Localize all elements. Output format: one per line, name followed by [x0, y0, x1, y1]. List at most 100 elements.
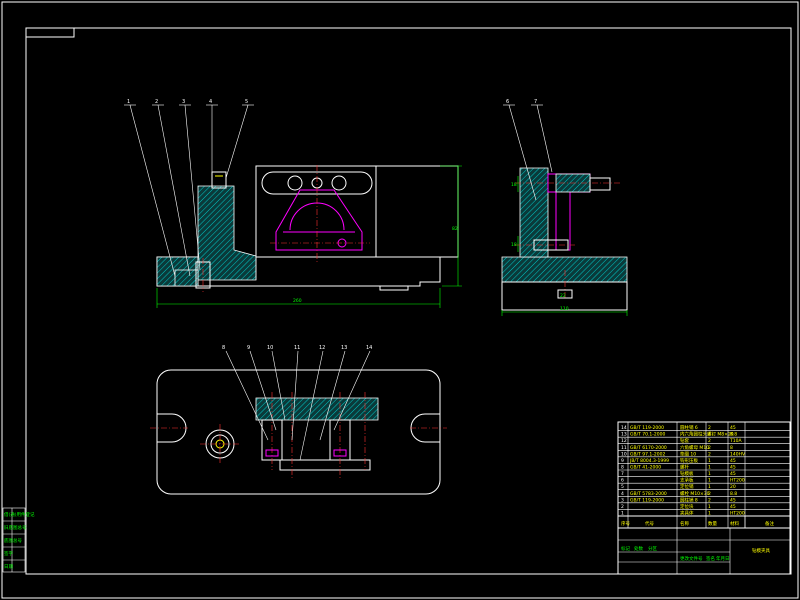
bom-cell-code: GB/T 119-2000: [630, 425, 664, 431]
bom-cell-qty: 2: [708, 497, 711, 503]
bom-cell-name: 定位块: [680, 503, 694, 510]
bom-cell-code: GB/T 41-2000: [630, 465, 661, 471]
part-no-7: 7: [534, 99, 537, 105]
part-no-12: 12: [319, 345, 325, 351]
bom-cell-name: 六角螺母 M10: [680, 444, 709, 451]
bom-cell-qty: 4: [708, 432, 711, 438]
bom-cell-name: 螺杆: [680, 464, 689, 471]
sign-label-3: 分区: [648, 545, 657, 552]
part-no-11: 11: [294, 345, 300, 351]
part-no-8: 8: [222, 345, 225, 351]
bom-cell-no: 3: [621, 497, 624, 503]
part-no-14: 14: [366, 345, 372, 351]
sign-label-5: 签名: [706, 555, 715, 562]
left-filing-strip: 借(通)用件登记 旧底图总号 底图总号 签字 日期: [2, 507, 35, 573]
dim-side-pin-a: 18: [511, 182, 517, 188]
bom-cell-mat: 45: [730, 425, 736, 431]
part-no-13: 13: [341, 345, 347, 351]
bom-header-material: 材料: [730, 520, 739, 527]
bom-cell-name: 内六角圆柱头螺钉 M8×20: [680, 431, 734, 438]
bom-cell-qty: 1: [708, 504, 711, 510]
strip-label-4: 签字: [4, 550, 13, 557]
bom-cell-no: 11: [621, 445, 627, 451]
bom-cell-no: 13: [621, 432, 627, 438]
bom-cell-name: 螺栓 M10×30: [680, 490, 710, 497]
sign-label-6: 年月日: [716, 555, 730, 562]
bom-cell-name: 钻模板: [680, 470, 694, 477]
bom-cell-no: 4: [621, 491, 624, 497]
bom-cell-no: 12: [621, 438, 627, 444]
bom-cell-mat: 20: [730, 484, 736, 490]
part-no-3: 3: [182, 99, 185, 105]
bom-cell-name: 钻套: [680, 437, 689, 444]
part-no-10: 10: [267, 345, 273, 351]
bom-cell-no: 14: [621, 425, 627, 431]
dim-front-width: 260: [293, 298, 302, 304]
dim-side-base: 22: [560, 293, 566, 299]
strip-label-1: 借(通)用件登记: [4, 511, 35, 518]
bom-cell-code: GB/T 119-2000: [630, 497, 664, 503]
bom-cell-no: 5: [621, 484, 624, 490]
bom-cell-mat: HT200: [730, 478, 745, 484]
bom-cell-mat: 140HV: [730, 451, 746, 457]
bom-cell-qty: 2: [708, 425, 711, 431]
bom-cell-name: 圆柱销 8: [680, 496, 698, 503]
bom-cell-qty: 1: [708, 484, 711, 490]
bom-cell-mat: 8.8: [730, 491, 737, 497]
part-no-9: 9: [247, 345, 250, 351]
bom-cell-mat: HT200: [730, 511, 745, 517]
part-no-5: 5: [245, 99, 248, 105]
bom-cell-code: GB/T 5783-2000: [630, 491, 667, 497]
bom-cell-name: 支承板: [680, 477, 694, 484]
bom-cell-mat: 45: [730, 471, 736, 477]
bom-cell-mat: 8: [730, 445, 733, 451]
bom-header-qty: 数量: [708, 520, 717, 527]
part-no-2: 2: [155, 99, 158, 105]
drawing-name: 钻模夹具: [752, 547, 770, 554]
bom-cell-mat: 45: [730, 458, 736, 464]
part-no-4: 4: [209, 99, 212, 105]
bom-cell-no: 1: [621, 511, 624, 517]
dim-side-width: 110: [560, 306, 569, 312]
bom-cell-no: 6: [621, 478, 624, 484]
bom-header-name: 名称: [680, 520, 689, 527]
bom-cell-qty: 1: [708, 511, 711, 517]
bom-cell-name: 定位销: [680, 483, 694, 490]
part-no-1: 1: [127, 99, 130, 105]
top-view: 8 9 10 11 12 13 14: [150, 345, 447, 495]
part-no-6: 6: [506, 99, 509, 105]
bom-cell-mat: 45: [730, 497, 736, 503]
bom-header-remark: 备注: [765, 520, 774, 527]
bom-cell-code: GB/T 70.1-2000: [630, 432, 666, 438]
sign-label-2: 处数: [634, 545, 643, 552]
bom-cell-code: GB/T 6170-2000: [630, 445, 667, 451]
bom-cell-qty: 2: [708, 451, 711, 457]
bom-cell-qty: 1: [708, 471, 711, 477]
strip-label-5: 日期: [4, 564, 13, 570]
strip-label-3: 底图总号: [4, 537, 22, 544]
bom-cell-qty: 2: [708, 438, 711, 444]
bom-cell-no: 8: [621, 465, 624, 471]
bom-header-code: 代号: [645, 520, 654, 527]
side-view: 110 22 18 18 6 7: [501, 99, 628, 316]
bom-cell-code: GB/T 97.1-2002: [630, 451, 666, 457]
dim-side-pin-b: 18: [511, 242, 517, 248]
bom-cell-name: 圆柱销 6: [680, 424, 698, 431]
bom-cell-qty: 2: [708, 491, 711, 497]
front-view: 260 82 1 2 3 4 5: [124, 99, 462, 308]
bom-cell-no: 10: [621, 451, 627, 457]
bom-cell-qty: 1: [708, 478, 711, 484]
bom-cell-mat: 8.8: [730, 432, 737, 438]
bom-cell-mat: 45: [730, 465, 736, 471]
bom-cell-code: JB/T 8004.3-1999: [629, 458, 669, 464]
bom-cell-qty: 2: [708, 445, 711, 451]
bom-cell-qty: 1: [708, 458, 711, 464]
bom-cell-name: 钩形压板: [680, 457, 698, 464]
bom-cell-no: 7: [621, 471, 624, 477]
bom-cell-name: 夹具体: [680, 510, 694, 517]
bom-cell-no: 2: [621, 504, 624, 510]
sign-label-1: 标记: [621, 545, 630, 552]
